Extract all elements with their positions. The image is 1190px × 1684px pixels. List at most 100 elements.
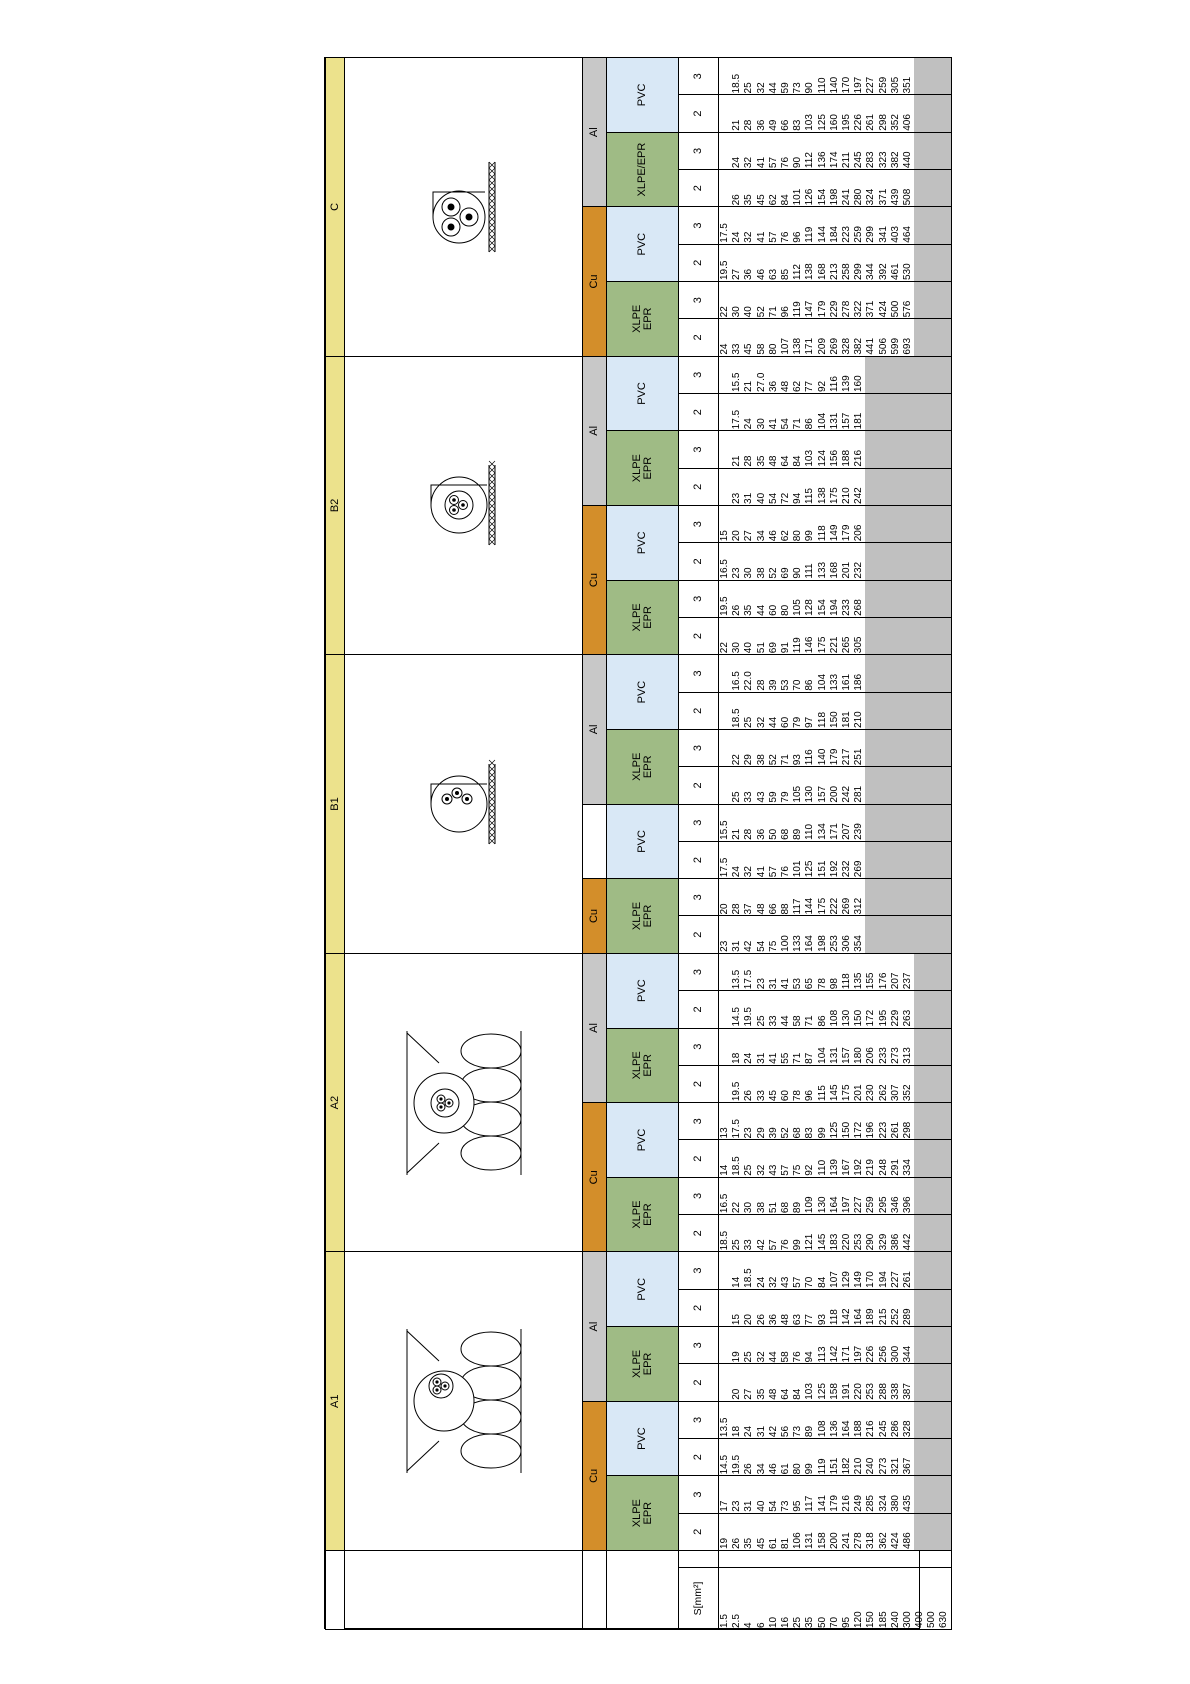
cell-a2-cu_pvc_3: 99 <box>816 1102 829 1140</box>
cell-c-al_pvc_3: 73 <box>792 57 805 95</box>
cell-a1-cu_pvc_3: 73 <box>792 1401 805 1439</box>
cell-a2-cu_xlpe_2: 76 <box>779 1214 793 1252</box>
cell-a1-cu_pvc_3: 216 <box>865 1401 878 1439</box>
cell-b1-al_pvc_3: 104 <box>816 654 829 693</box>
cell-a2-al_pvc_3 <box>938 953 952 991</box>
cell-c-cu_xlpe_2: 209 <box>816 318 829 357</box>
cell-a1-al_xlpe_3: 344 <box>901 1326 914 1364</box>
ins-al-xlpe-a2: XLPE EPR <box>606 1028 679 1103</box>
cell-a1-al_xlpe_3: 197 <box>853 1326 866 1364</box>
cell-b1-cu_pvc_3 <box>914 804 927 842</box>
section-value: 50 <box>816 1567 829 1630</box>
cell-b2-cu_xlpe_3: 154 <box>816 580 829 618</box>
cell-b1-al_xlpe_3: 217 <box>840 729 854 767</box>
cell-a2-al_pvc_3: 53 <box>792 953 805 991</box>
cell-b2-cu_xlpe_3: 80 <box>779 580 793 618</box>
cores-b2-al_xlpe_2: 2 <box>678 468 719 506</box>
cores-b1-cu_pvc_2: 2 <box>678 841 719 879</box>
cell-a1-al_xlpe_3: 76 <box>792 1326 805 1364</box>
cell-a1-al_pvc_3: 32 <box>767 1251 780 1290</box>
cell-a1-cu_xlpe_3: 141 <box>816 1475 829 1514</box>
cell-b1-al_xlpe_2: 43 <box>755 766 768 805</box>
cell-b1-cu_xlpe_3: 88 <box>779 878 793 916</box>
group-title-b1: B1 <box>325 654 345 954</box>
cell-c-cu_pvc_2: 138 <box>804 244 817 282</box>
cell-b1-al_pvc_3: 70 <box>792 654 805 693</box>
cell-c-cu_xlpe_2: 328 <box>840 318 854 357</box>
cell-b1-cu_pvc_3 <box>938 804 952 842</box>
cores-b1-al_pvc_2: 2 <box>678 692 719 730</box>
cell-a1-al_xlpe_3: 113 <box>816 1326 829 1364</box>
cell-b2-cu_xlpe_2 <box>938 617 952 655</box>
cell-c-cu_pvc_3: 223 <box>840 206 854 245</box>
cell-a1-cu_pvc_2: 46 <box>767 1438 780 1476</box>
cell-c-al_pvc_2 <box>938 94 952 133</box>
cell-c-al_xlpe_2: 35 <box>743 169 756 207</box>
table-corner-insulation <box>606 1550 679 1630</box>
cell-b1-al_xlpe_2: 105 <box>792 766 805 805</box>
cell-c-cu_xlpe_3: 22 <box>718 281 732 319</box>
B2-multicore-conduit-icon <box>430 461 495 546</box>
cell-a2-al_pvc_3: 237 <box>901 953 914 991</box>
cell-b1-al_pvc_2 <box>938 692 952 730</box>
cell-c-al_xlpe_2 <box>938 169 952 207</box>
cell-a2-al_pvc_3: 23 <box>755 953 768 991</box>
cell-c-cu_pvc_3: 259 <box>853 206 866 245</box>
cell-c-al_xlpe_3 <box>914 132 927 170</box>
cell-c-al_pvc_3: 170 <box>840 57 854 95</box>
ins-cu-pvc-b2: PVC <box>606 505 679 581</box>
cell-b2-cu_xlpe_3: 268 <box>853 580 866 618</box>
cell-a2-cu_xlpe_2: 121 <box>804 1214 817 1252</box>
cell-c-al_pvc_2: 28 <box>743 94 756 133</box>
cell-a1-cu_pvc_2: 26 <box>743 1438 756 1476</box>
cell-c-al_xlpe_2: 439 <box>889 169 902 207</box>
cell-a1-al_xlpe_3: 19 <box>731 1326 744 1364</box>
cell-b2-cu_pvc_3: 149 <box>828 505 841 543</box>
cell-a1-cu_xlpe_3 <box>926 1475 939 1514</box>
cell-c-cu_xlpe_3: 179 <box>816 281 829 319</box>
cell-c-al_xlpe_3: 323 <box>877 132 890 170</box>
cell-c-al_xlpe_3: 112 <box>804 132 817 170</box>
cell-b1-cu_xlpe_3 <box>914 878 927 916</box>
cell-a2-al_xlpe_2 <box>938 1065 952 1103</box>
ins-cu-pvc-a1: PVC <box>606 1401 679 1476</box>
cell-a1-al_pvc_3: 57 <box>792 1251 805 1290</box>
cell-b2-al_pvc_3: 92 <box>816 356 829 394</box>
cell-c-cu_pvc_3: 96 <box>792 206 805 245</box>
cell-b2-al_xlpe_3: 64 <box>779 430 793 469</box>
cell-a1-cu_xlpe_3: 23 <box>731 1475 744 1514</box>
cell-b1-al_pvc_2 <box>901 692 914 730</box>
cell-b2-cu_xlpe_3: 60 <box>767 580 780 618</box>
cell-a2-cu_xlpe_2: 33 <box>743 1214 756 1252</box>
cell-a2-cu_pvc_2: 25 <box>743 1139 756 1178</box>
cell-b2-cu_xlpe_3: 44 <box>755 580 768 618</box>
cell-b1-al_pvc_3: 161 <box>840 654 854 693</box>
cell-b2-cu_xlpe_3: 19.5 <box>718 580 732 618</box>
section-gap <box>731 1550 744 1568</box>
cell-b1-cu_xlpe_2: 133 <box>792 916 805 954</box>
cell-a1-al_pvc_2: 93 <box>816 1289 829 1327</box>
section-value: 70 <box>828 1567 841 1630</box>
cell-a2-cu_pvc_2: 139 <box>828 1139 841 1178</box>
section-gap <box>926 1550 939 1568</box>
cell-a2-al_xlpe_3: 31 <box>755 1028 768 1066</box>
cores-c-al_pvc_3: 3 <box>678 57 719 95</box>
cell-a1-cu_xlpe_2: 158 <box>816 1513 829 1551</box>
cell-a1-al_xlpe_3 <box>718 1326 732 1364</box>
cell-a1-al_xlpe_2: 288 <box>877 1363 890 1402</box>
cell-b1-cu_xlpe_2 <box>926 916 939 954</box>
cell-a1-al_xlpe_3: 142 <box>828 1326 841 1364</box>
pictogram-cell-c <box>344 57 583 357</box>
cell-a2-cu_pvc_2: 110 <box>816 1139 829 1178</box>
cell-c-al_xlpe_2: 371 <box>877 169 890 207</box>
cell-c-cu_pvc_3: 76 <box>779 206 793 245</box>
cell-a1-al_xlpe_2 <box>938 1363 952 1402</box>
cell-a1-al_pvc_2: 164 <box>853 1289 866 1327</box>
cell-b1-cu_xlpe_3: 175 <box>816 878 829 916</box>
cell-c-al_xlpe_2: 45 <box>755 169 768 207</box>
cell-b2-al_xlpe_3 <box>901 430 914 469</box>
cell-a1-cu_pvc_3: 42 <box>767 1401 780 1439</box>
cell-c-cu_xlpe_2: 80 <box>767 318 780 357</box>
cell-a1-cu_xlpe_2: 45 <box>755 1513 768 1551</box>
cell-a1-al_xlpe_2: 387 <box>901 1363 914 1402</box>
